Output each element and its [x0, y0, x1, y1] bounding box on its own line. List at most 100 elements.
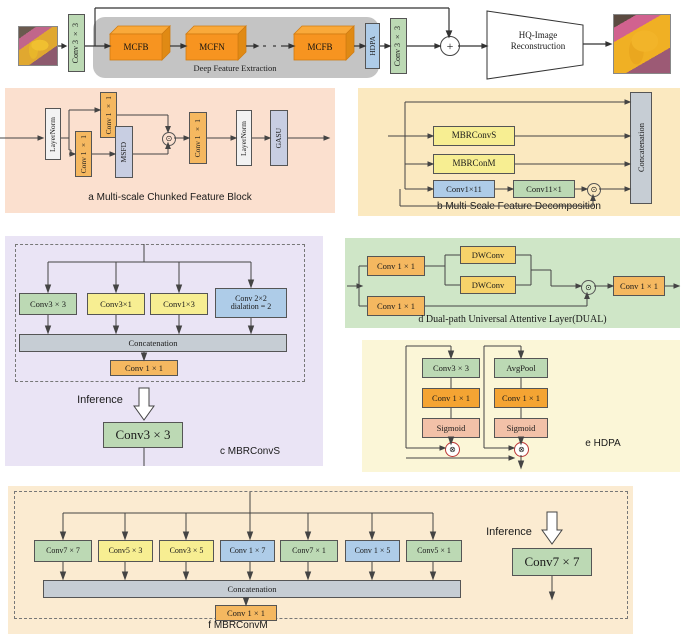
panel-f-branch-5: Conv 1 × 5 — [345, 540, 400, 562]
panel-a-wires — [0, 107, 331, 157]
deep-feature-extraction-label: Deep Feature Extraction — [193, 63, 277, 73]
panel-e-left-2-label: Sigmoid — [436, 422, 466, 433]
panel-e-mul-symbol-right: ⊗ — [518, 444, 525, 454]
panel-f-branch-2: Conv3 × 5 — [159, 540, 214, 562]
panel-b-mul-symbol: ⊙ — [590, 185, 598, 194]
panel-f-inference-label: Inference — [486, 526, 532, 538]
panel-b-conv1x11-label: Conv1×11 — [446, 183, 482, 194]
panel-f-branch-6: Conv5 × 1 — [406, 540, 462, 562]
panel-e-left-1-label: Conv 1 × 1 — [431, 392, 471, 403]
panel-d-conv-bottom-label: Conv 1 × 1 — [376, 300, 416, 311]
panel-f-caption: f MBRConvM — [208, 620, 268, 631]
panel-f-branch-3: Conv 1 × 7 — [220, 540, 275, 562]
panel-f-wires — [59, 492, 556, 607]
panel-d-dwconv-top-label: DWConv — [471, 249, 505, 260]
panel-f-result: Conv7 × 7 — [512, 548, 592, 576]
hq-reconstruction-line1: HQ-Image — [518, 30, 558, 40]
panel-b-mbrconvs-label: MBRConvS — [451, 130, 497, 141]
panel-b-multi-scale-feature-decomposition: MBRConvS MBRConM Conv1×11 Conv11×1 ⊙ Con… — [358, 88, 680, 216]
panel-c-branch-0-label: Conv3 × 3 — [30, 298, 66, 309]
panel-c-branch-3-label-line2: dialation = 2 — [230, 302, 272, 311]
panel-e-right-1-label: Conv 1 × 1 — [501, 392, 541, 403]
panel-a-conv-top: Conv 1 × 1 — [100, 92, 117, 138]
panel-d-conv-out: Conv 1 × 1 — [613, 276, 665, 296]
panel-d-dual-path-universal-attentive-layer: Conv 1 × 1 Conv 1 × 1 DWConv DWConv ⊙ Co… — [345, 238, 681, 328]
panel-d-dwconv-bottom: DWConv — [460, 276, 516, 294]
panel-c-concatenation-label: Concatenation — [128, 337, 178, 348]
hq-reconstruction-shape — [486, 10, 584, 80]
hq-reconstruction-line2: Reconstruction — [510, 40, 566, 51]
panel-d-caption: d Dual-path Universal Attentive Layer(DU… — [418, 314, 607, 325]
mcfn-cube-shape — [185, 25, 247, 61]
panel-f-branch-1-label: Conv5 × 3 — [108, 545, 143, 555]
panel-c-branch-3-label-line1: Conv 2×2 — [235, 293, 267, 303]
panel-a-mul-symbol: ⊙ — [165, 134, 173, 143]
panel-f-open-arrow — [541, 511, 563, 545]
panel-c-branch-3: Conv 2×2 dialation = 2 — [215, 288, 287, 318]
panel-f-dashed-border — [14, 491, 628, 619]
panel-b-conv11x1-label: Conv11×1 — [526, 183, 562, 194]
panel-d-mul-node: ⊙ — [581, 280, 596, 295]
panel-a-msfd: MSFD — [115, 126, 133, 178]
panel-c-result-label: Conv3 × 3 — [115, 427, 171, 443]
conv-3x3-first: Conv 3 × 3 — [68, 14, 85, 72]
panel-f-branch-0-label: Conv7 × 7 — [46, 545, 80, 555]
panel-f-result-label: Conv7 × 7 — [524, 554, 580, 570]
panel-b-mbrconm-label: MBRConM — [452, 158, 496, 169]
panel-e-mul-node-left: ⊗ — [445, 442, 460, 457]
panel-d-conv-top: Conv 1 × 1 — [367, 256, 425, 276]
panel-e-wires — [405, 345, 525, 470]
panel-f-concatenation-label: Concatenation — [227, 583, 277, 594]
panel-a-layernorm-1: LayerNorm — [45, 108, 61, 160]
panel-d-wires — [347, 254, 681, 307]
panel-c-wires — [44, 244, 255, 466]
panel-f-branch-1: Conv5 × 3 — [98, 540, 153, 562]
panel-f-conv1x1-label: Conv 1 × 1 — [226, 607, 266, 618]
panel-c-arrows — [133, 387, 155, 421]
panel-f-branch-4-label: Conv7 × 1 — [292, 545, 326, 555]
panel-b-mbrconm: MBRConM — [433, 154, 515, 174]
panel-c-branch-0: Conv3 × 3 — [19, 293, 77, 315]
panel-f-branch-4: Conv7 × 1 — [280, 540, 338, 562]
panel-a-multi-scale-chunked-feature-block: LayerNorm Conv 1 × 1 Conv 1 × 1 MSFD ⊙ C… — [0, 88, 335, 213]
mcfb-block-1-label: MCFB — [123, 42, 149, 52]
top-pipeline-wires — [58, 7, 613, 49]
sum-node-label: + — [446, 39, 454, 53]
panel-e-right-2-label: Sigmoid — [506, 422, 536, 433]
panel-f-mbrconvm: Conv7 × 7 Conv5 × 3 Conv3 × 5 Conv 1 × 7… — [8, 486, 633, 634]
panel-c-result: Conv3 × 3 — [103, 422, 183, 448]
panel-f-inference-open-arrow — [541, 511, 563, 545]
panel-c-branch-2-label: Conv1×3 — [163, 298, 195, 309]
panel-c-branch-2: Conv1×3 — [150, 293, 208, 315]
panel-e-right-0-label: AvgPool — [506, 362, 536, 373]
panel-f-branch-3-label: Conv 1 × 7 — [229, 545, 266, 555]
panel-f-branch-0: Conv7 × 7 — [34, 540, 92, 562]
panel-c-conv1x1-label: Conv 1 × 1 — [124, 362, 164, 373]
panel-d-conv-top-label: Conv 1 × 1 — [376, 260, 416, 271]
panel-b-wires — [388, 99, 632, 207]
panel-a-caption: a Multi-scale Chunked Feature Block — [88, 192, 252, 203]
panel-c-inference-label: Inference — [77, 394, 123, 406]
panel-f-branch-5-label: Conv 1 × 5 — [354, 545, 391, 555]
mcfn-block-label: MCFN — [199, 42, 225, 52]
panel-f-branch-6-label: Conv5 × 1 — [417, 545, 451, 555]
panel-e-right-1: Conv 1 × 1 — [494, 388, 548, 408]
mcfb-block-2-label: MCFB — [307, 42, 333, 52]
panel-e-left-0-label: Conv3 × 3 — [433, 362, 469, 373]
panel-b-concatenation: Concatenation — [630, 92, 652, 204]
panel-c-mbrconvs: Conv3 × 3 Conv3×1 Conv1×3 Conv 2×2 diala… — [5, 236, 323, 466]
panel-d-dwconv-bottom-label: DWConv — [471, 279, 505, 290]
panel-d-dwconv-top: DWConv — [460, 246, 516, 264]
panel-d-mul-symbol: ⊙ — [585, 282, 592, 292]
hq-reconstruction-label: HQ-Image Reconstruction — [492, 30, 584, 52]
mcfb-cube-2-shape — [293, 25, 355, 61]
output-image — [613, 14, 671, 74]
mcfb-cube-1-shape — [109, 25, 171, 61]
panel-d-conv-out-label: Conv 1 × 1 — [619, 280, 659, 291]
panel-c-branch-1: Conv3×1 — [87, 293, 145, 315]
input-image — [18, 26, 58, 66]
panel-e-caption: e HDPA — [585, 438, 621, 449]
panel-f-branch-2-label: Conv3 × 5 — [169, 545, 204, 555]
panel-f-concatenation: Concatenation — [43, 580, 461, 598]
panel-c-branch-1-label: Conv3×1 — [100, 298, 132, 309]
